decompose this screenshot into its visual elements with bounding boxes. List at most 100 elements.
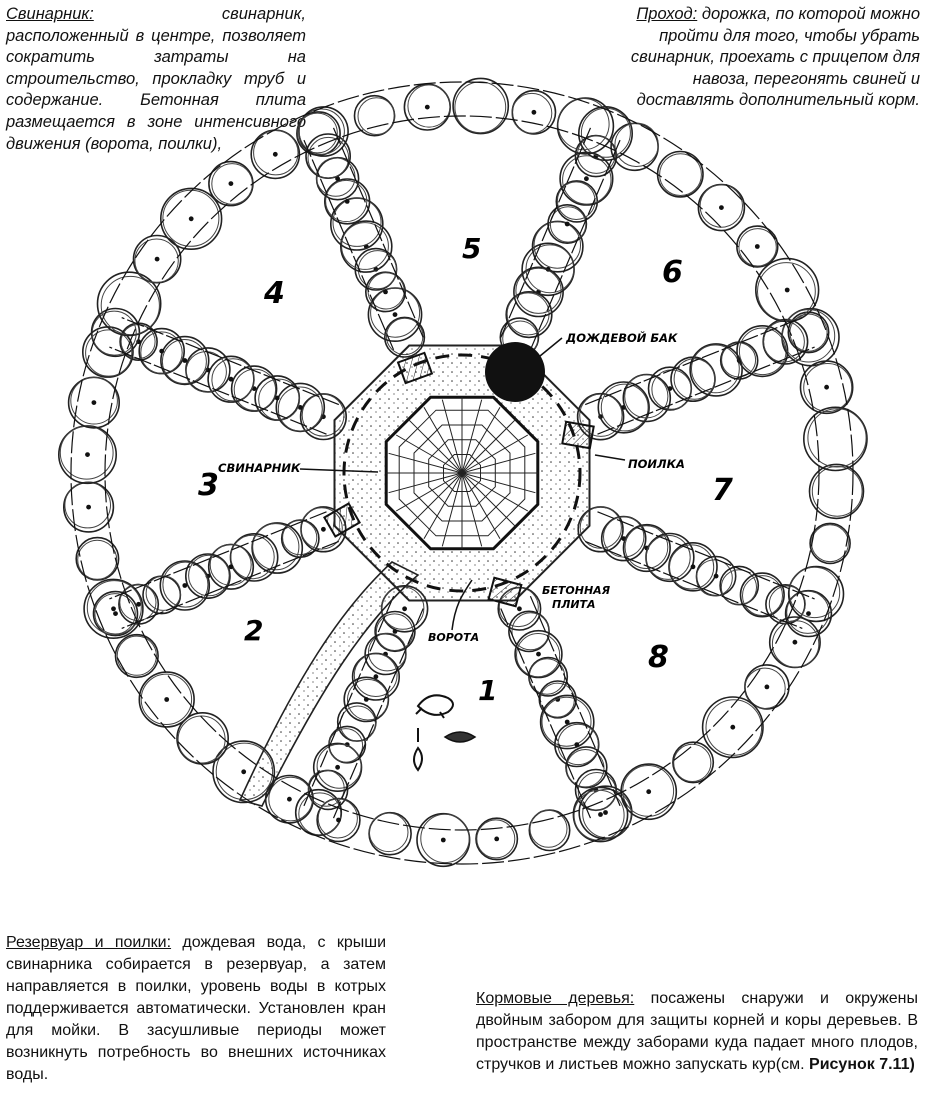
tree-canopy-outline	[786, 590, 830, 634]
tree-canopy	[539, 694, 595, 750]
outer-fence-outer	[70, 81, 854, 865]
roof-radial-line	[461, 434, 529, 474]
tree-trunk	[517, 606, 522, 612]
note-trees-heading: Кормовые деревья:	[476, 990, 635, 1007]
roof-ring	[428, 439, 496, 507]
tree-trunk	[667, 386, 673, 391]
tree-canopy	[808, 463, 865, 520]
tree-canopy-outline	[258, 378, 301, 421]
tree-canopy-outline	[253, 130, 299, 176]
tree-canopy-outline	[357, 250, 398, 290]
tree-trunk	[335, 176, 340, 182]
note-passage: Проход: дорожка, по которой можно пройти…	[602, 4, 920, 112]
tree-canopy-outline	[705, 699, 763, 756]
tree-canopy-outline	[188, 554, 230, 597]
tree-trunk	[402, 606, 407, 612]
tree-trunk	[335, 764, 340, 770]
concrete-slab	[323, 502, 361, 538]
tree-trunk	[603, 810, 608, 815]
tree-canopy	[336, 702, 377, 742]
tree-trunk	[363, 697, 369, 702]
drinker-leader-line	[594, 454, 626, 461]
fence-line	[332, 127, 424, 338]
tree-canopy	[505, 291, 553, 339]
drinker-label: ПОИЛКА	[628, 457, 685, 471]
roof-radial-line	[441, 472, 463, 547]
roof-radial-line	[395, 472, 463, 512]
tree-canopy-outline	[669, 544, 715, 590]
tree-trunk	[336, 817, 341, 823]
tree-trunk	[159, 348, 165, 354]
tree-canopy	[475, 817, 519, 861]
tree-canopy	[176, 712, 230, 765]
tree-canopy-outline	[162, 189, 220, 247]
concrete-slab	[561, 420, 595, 450]
slab-label: БЕТОННАЯ ПЛИТА	[542, 584, 614, 611]
double-fences	[70, 81, 854, 865]
tree-canopy	[809, 522, 851, 565]
tree-canopy-outline	[100, 275, 160, 336]
paddock-label-1: 1	[478, 674, 497, 707]
tree-canopy-outline	[298, 792, 342, 836]
tree-canopy-outline	[407, 84, 451, 128]
tree-trunk	[494, 836, 500, 842]
roof-radial-line	[461, 472, 529, 512]
tree-trunk	[598, 812, 603, 817]
tree-trunk	[564, 719, 570, 725]
tree-trunk	[287, 796, 292, 802]
tree-canopy-outline	[549, 206, 587, 243]
roof-radial-line	[461, 472, 501, 540]
paddock-label-3: 3	[198, 468, 219, 503]
tree-canopy	[577, 106, 633, 162]
roof-radial-line	[423, 472, 463, 540]
tree-canopy-outline	[268, 776, 313, 822]
tree-canopy-outline	[368, 812, 409, 853]
tree-canopy-outline	[134, 238, 179, 283]
note-passage-heading: Проход:	[636, 5, 698, 23]
tree-canopy	[784, 589, 833, 638]
tree-canopy-outline	[742, 575, 783, 617]
tree-canopy-outline	[533, 221, 581, 269]
tree-canopy	[251, 522, 304, 574]
tree-canopy	[597, 381, 650, 434]
gate-label: ВОРОТА	[428, 631, 479, 644]
pigsty-roof-lines	[386, 397, 538, 549]
tree-trunk	[182, 583, 188, 588]
tree-canopy	[96, 271, 162, 337]
tree-trunk	[86, 504, 91, 510]
note-trees-text: посажены снаружи и окружены двойным забо…	[476, 990, 918, 1073]
fence-line	[121, 540, 340, 629]
concrete-slabs	[323, 351, 595, 608]
tree-canopy-outline	[282, 520, 318, 556]
tree-canopy	[578, 785, 633, 840]
tree-canopy-outline	[580, 107, 631, 158]
tree-trunk	[154, 256, 160, 262]
tree-canopy-outline	[803, 363, 853, 412]
paddock-label-4: 4	[263, 276, 285, 311]
tree-canopy	[160, 187, 223, 251]
roof-radial-line	[441, 399, 463, 474]
fence-line	[332, 608, 424, 819]
tree-canopy-outline	[557, 723, 599, 766]
tree-canopy	[572, 786, 629, 843]
concrete-slab	[487, 576, 523, 608]
tree-trunk	[228, 376, 234, 382]
tree-canopy-outline	[771, 620, 820, 668]
tree-canopy-outline	[624, 374, 669, 419]
note-pigsty: Свинарник: свинарник, расположенный в це…	[6, 4, 306, 155]
tree-canopy-outline	[317, 798, 358, 839]
tree-canopy-outline	[370, 287, 421, 338]
tree-trunk	[806, 611, 811, 616]
tree-trunk	[690, 564, 696, 570]
tree-canopy-outline	[252, 523, 300, 571]
tree-canopy	[159, 560, 211, 611]
note-trees: Кормовые деревья: посажены снаружи и окр…	[476, 988, 918, 1076]
tree-canopy-outline	[140, 673, 193, 725]
tree-trunk	[574, 742, 580, 747]
tree-canopy	[75, 536, 120, 581]
tree-canopy-outline	[807, 408, 867, 468]
tree-canopy-outline	[720, 569, 758, 606]
tree-canopy-outline	[211, 358, 255, 402]
tree-trunk	[440, 837, 446, 843]
tree-trunk	[392, 629, 398, 634]
